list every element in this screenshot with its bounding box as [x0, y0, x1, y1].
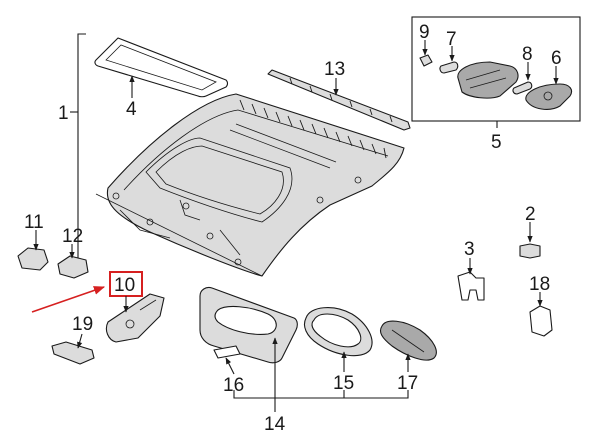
label-9: 9 — [419, 22, 430, 43]
label-6: 6 — [551, 48, 562, 69]
strip-part — [267, 69, 411, 131]
label-12: 12 — [62, 226, 83, 247]
label-2: 2 — [525, 204, 536, 225]
label-8: 8 — [522, 44, 533, 65]
cover-part — [379, 320, 437, 361]
label-15: 15 — [333, 373, 354, 394]
seal-part — [94, 37, 229, 98]
highlight-arrow — [31, 286, 106, 313]
map-light-part — [457, 61, 519, 99]
sun-visor-part — [199, 286, 298, 364]
label-19: 19 — [72, 314, 93, 335]
label-10: 10 — [114, 275, 135, 296]
label-3: 3 — [464, 239, 475, 260]
label-11: 11 — [24, 212, 44, 233]
headliner-part — [95, 93, 405, 277]
mirror-part — [303, 307, 373, 357]
part-12 — [57, 255, 89, 279]
part-3 — [457, 271, 485, 301]
part-18 — [529, 305, 553, 337]
part-16-leader — [225, 357, 235, 375]
label-16: 16 — [223, 375, 244, 396]
label-18: 18 — [529, 274, 550, 295]
label-4: 4 — [126, 99, 137, 120]
label-17: 17 — [397, 373, 418, 394]
part-16 — [213, 345, 241, 359]
label-13: 13 — [324, 59, 345, 80]
part-19-leader — [77, 333, 83, 349]
label-14: 14 — [264, 414, 286, 435]
label-1: 1 — [58, 103, 69, 124]
part-11 — [17, 247, 49, 271]
part-19 — [51, 341, 95, 365]
bracket-part — [105, 293, 165, 343]
label-5: 5 — [491, 132, 502, 153]
part-14-bracket — [233, 390, 409, 399]
part-9 — [419, 54, 433, 67]
part-5-group-box — [411, 16, 581, 122]
part-7 — [439, 61, 459, 74]
part-8 — [512, 81, 533, 95]
label-7: 7 — [446, 29, 457, 50]
lens-part — [525, 83, 573, 110]
part-2 — [519, 243, 541, 259]
